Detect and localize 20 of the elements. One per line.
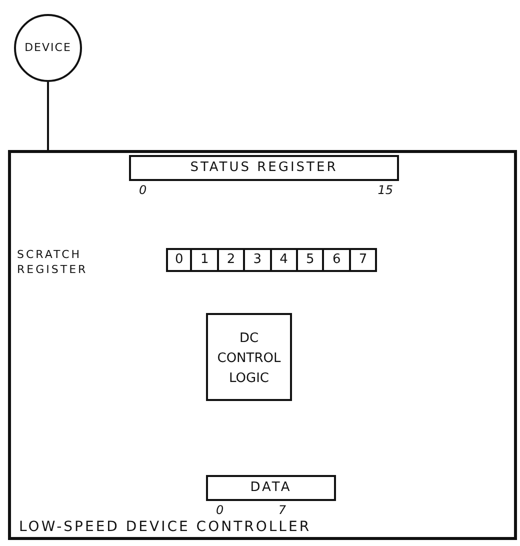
bit-number: 7: [278, 503, 286, 517]
connector-line: [47, 82, 49, 150]
bit-cell: 6: [324, 248, 351, 272]
bit-cell: 7: [350, 248, 378, 272]
register-field: DATA: [206, 475, 336, 501]
bit-cell: 4: [272, 248, 298, 272]
bit-cell: 1: [192, 248, 219, 272]
control-logic-box: DC CONTROL LOGIC: [206, 313, 292, 401]
bit-cell: 0: [166, 248, 192, 272]
register-label: SCRATCH REGISTER: [17, 247, 89, 277]
controller-caption: LOW-SPEED DEVICE CONTROLLER: [19, 519, 312, 535]
bit-number: 0: [139, 183, 147, 197]
register-field: STATUS REGISTER: [129, 155, 399, 181]
bit-number: 15: [378, 183, 393, 197]
bit-cell: 3: [245, 248, 272, 272]
bit-number: 0: [216, 503, 224, 517]
bit-cell: 5: [298, 248, 324, 272]
controller-box: [8, 150, 517, 540]
bit-cell: 2: [218, 248, 246, 272]
device-circle: DEVICE: [14, 14, 82, 82]
